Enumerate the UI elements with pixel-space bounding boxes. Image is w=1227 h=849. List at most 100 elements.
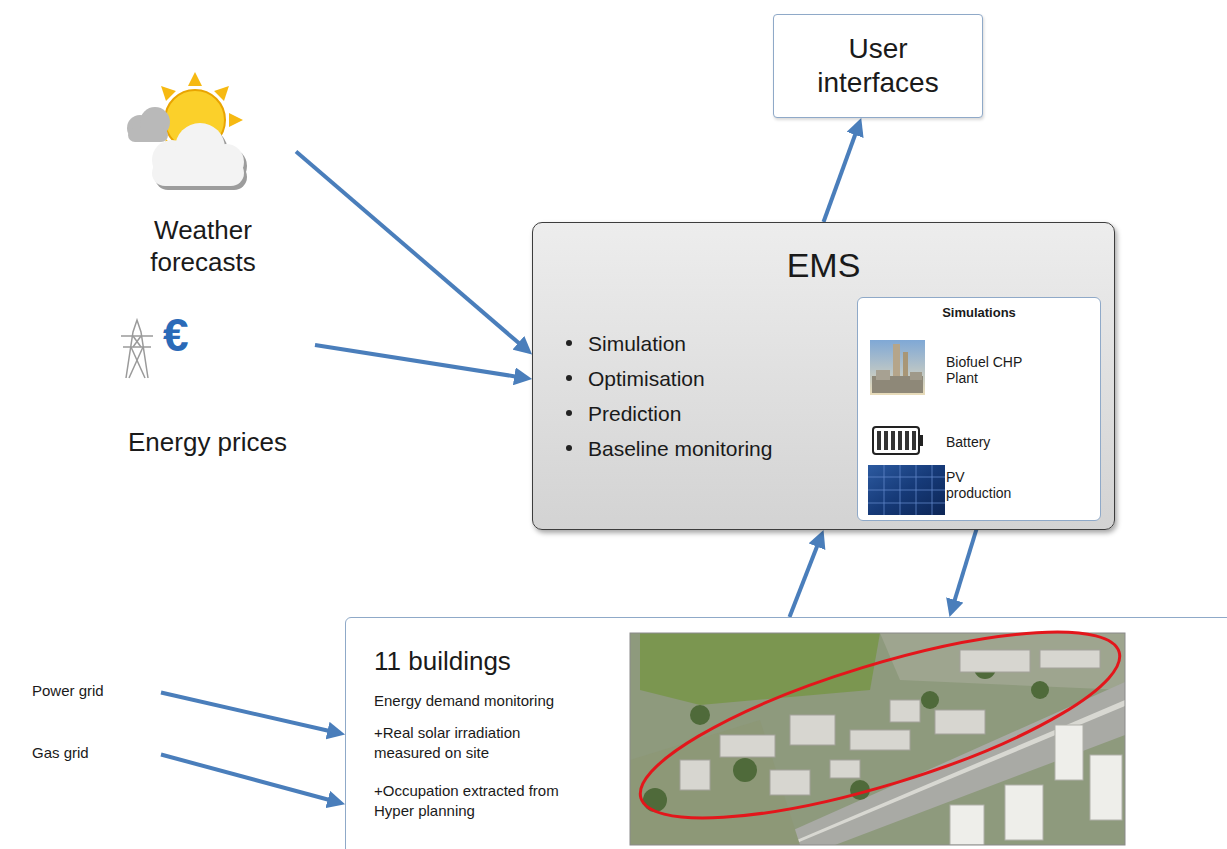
aerial-photo xyxy=(1005,785,1043,840)
flow-arrow xyxy=(296,151,519,343)
weather-icon xyxy=(156,81,176,101)
chp-plant-icon xyxy=(870,340,925,395)
component-label: PV production xyxy=(946,469,1028,501)
body-text: +Real solar irradiation measured on site xyxy=(374,723,579,763)
pv-panel-icon xyxy=(868,465,945,515)
aerial-photo xyxy=(1040,650,1100,668)
pv-panel-icon xyxy=(868,465,945,515)
weather-icon xyxy=(152,160,244,186)
chp-plant-icon xyxy=(893,344,900,390)
battery-icon xyxy=(905,431,909,450)
aerial-photo xyxy=(630,633,1125,845)
bullet-dot xyxy=(566,340,572,346)
body-text: Energy demand monitoring xyxy=(374,691,579,711)
aerial-photo xyxy=(890,700,920,722)
weather-icon xyxy=(152,123,244,186)
aerial-photo xyxy=(690,705,710,725)
pv-panel-icon xyxy=(884,465,885,515)
aerial-photo xyxy=(950,805,984,845)
aerial-photo xyxy=(640,633,880,705)
bullet-dot xyxy=(566,445,572,451)
box-title: EMS xyxy=(533,245,1114,285)
component-label: Battery xyxy=(946,434,1034,450)
pylon-icon xyxy=(129,347,143,378)
battery-icon xyxy=(873,427,919,454)
weather-icon xyxy=(140,107,170,137)
weather-icon xyxy=(229,113,243,127)
pylon-icon xyxy=(133,336,141,347)
aerial-photo xyxy=(643,788,667,812)
battery-icon xyxy=(877,431,881,450)
flow-arrow xyxy=(824,134,856,222)
chp-plant-icon xyxy=(872,376,923,393)
pv-panel-icon xyxy=(900,465,901,515)
ems-box: EMSSimulationOptimisationPredictionBasel… xyxy=(532,222,1115,530)
battery-icon xyxy=(891,431,895,450)
pv-panel-icon xyxy=(868,503,945,504)
pylon-icon xyxy=(121,320,153,378)
box-title: Simulations xyxy=(858,305,1100,321)
aerial-photo xyxy=(935,710,985,734)
box-title: 11 buildings xyxy=(374,645,1227,677)
weather-icon xyxy=(214,139,234,159)
bullet-item: Simulation xyxy=(588,326,838,361)
weather-icon xyxy=(147,72,243,168)
flow-arrow xyxy=(161,693,328,731)
aerial-photo xyxy=(1090,755,1122,820)
aerial-photo xyxy=(623,595,1136,849)
weather-icon xyxy=(128,128,168,142)
flow-arrow xyxy=(955,521,979,601)
aerial-photo xyxy=(830,760,860,778)
pylon-icon xyxy=(131,347,145,378)
weather-icon xyxy=(156,139,176,159)
box-title: User interfaces xyxy=(804,32,952,100)
source-label: Energy prices xyxy=(128,426,287,458)
aerial-photo xyxy=(643,657,1049,812)
input-source: Weather forecasts xyxy=(110,80,296,284)
aerial-photo xyxy=(630,720,800,845)
weather-icon xyxy=(155,164,247,190)
aerial-photo xyxy=(921,691,939,709)
pylon-icon xyxy=(123,346,151,348)
pv-panel-icon xyxy=(932,465,933,515)
aerial-photo xyxy=(770,770,810,795)
weather-icon xyxy=(188,154,202,168)
input-source: Energy prices xyxy=(100,310,315,462)
aerial-photo xyxy=(850,780,870,800)
weather-icon xyxy=(155,144,195,184)
chp-plant-icon xyxy=(903,352,908,390)
bullet-item: Optimisation xyxy=(588,361,838,396)
weather-icon xyxy=(214,81,234,101)
aerial-photo xyxy=(760,682,1125,845)
battery-icon xyxy=(919,435,923,446)
bullet-dot xyxy=(566,410,572,416)
weather-icon xyxy=(155,127,247,190)
pv-panel-icon xyxy=(868,465,945,515)
chp-plant-icon xyxy=(910,372,922,380)
pylon-icon xyxy=(121,335,153,337)
weather-icon xyxy=(211,148,247,184)
aerial-photo xyxy=(630,633,1125,845)
weather-icon xyxy=(208,144,244,180)
flow-arrow xyxy=(315,345,515,376)
pv-panel-icon xyxy=(868,477,945,478)
currency-symbol: € xyxy=(163,310,189,360)
aerial-photo xyxy=(790,715,835,745)
source-label: Power grid xyxy=(32,681,161,701)
aerial-photo xyxy=(785,700,1125,845)
weather-icon xyxy=(188,72,202,86)
battery-icon xyxy=(884,431,888,450)
source-label: Gas grid xyxy=(32,743,161,763)
grid-input: Power grid xyxy=(25,678,161,707)
aerial-photo xyxy=(1031,681,1049,699)
battery-icon xyxy=(898,431,902,450)
pv-panel-icon xyxy=(916,465,917,515)
weather-icon xyxy=(152,140,192,180)
weather-icon xyxy=(127,72,247,190)
grid-input: Gas grid xyxy=(25,740,161,769)
aerial-photo xyxy=(680,650,1100,795)
bullet-item: Prediction xyxy=(588,396,838,431)
bullet-dot xyxy=(566,375,572,381)
